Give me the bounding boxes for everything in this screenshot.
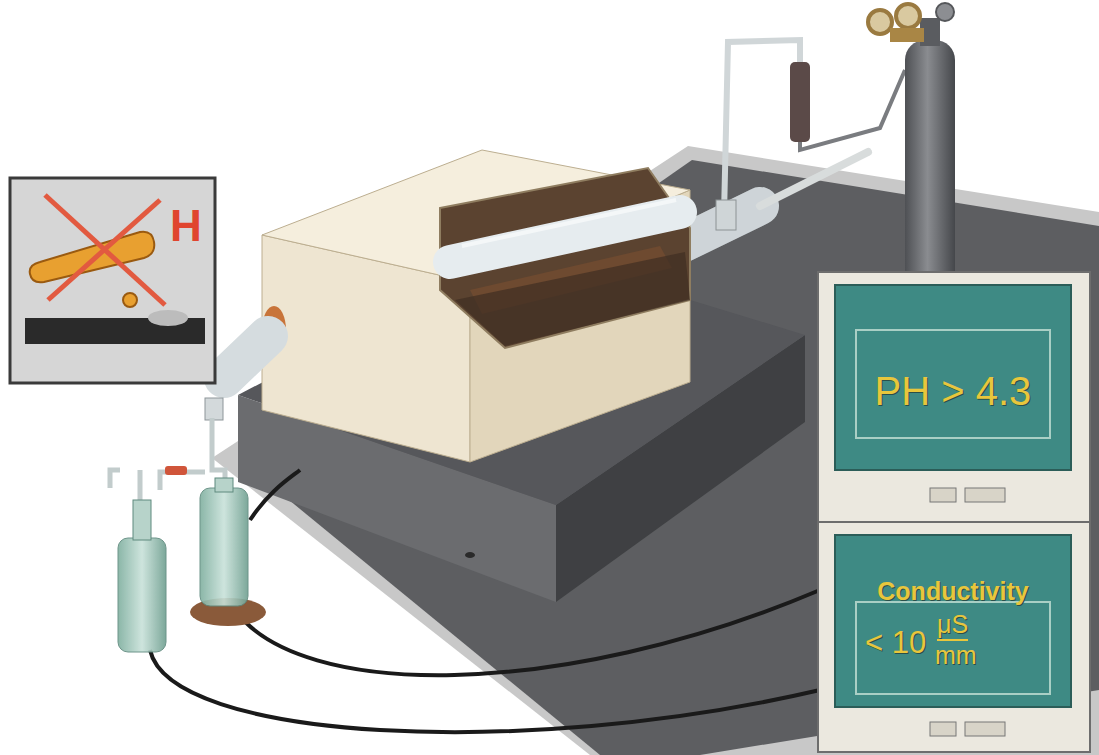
glass-tube: [110, 470, 205, 500]
screen-text: μS: [937, 612, 968, 641]
screen-frame: [856, 602, 1050, 694]
screen-text: PH > 4.3: [835, 371, 1071, 411]
tube-left-shade: [224, 336, 268, 378]
gas-pipe: [724, 40, 800, 215]
heater-floor: [455, 252, 690, 346]
bottle-neck: [133, 500, 151, 540]
warning-icon: H: [10, 178, 215, 383]
hose-joint: [165, 466, 187, 475]
cross: [45, 195, 165, 305]
gauge: [896, 4, 920, 28]
hose: [800, 70, 905, 150]
screen-text: Conductivity: [835, 579, 1071, 604]
screen-text: H: [170, 204, 202, 248]
rod: [760, 152, 868, 206]
screen-text: mm: [935, 643, 977, 668]
button: [965, 488, 1005, 502]
gauge: [868, 10, 892, 34]
cable: [235, 590, 820, 675]
monitor-frame: [818, 272, 1090, 522]
table-edge: [212, 146, 1099, 755]
tube-left: [224, 336, 268, 378]
conductivity-screen: Conductivity < 10 μSmm: [835, 535, 1071, 707]
regulator: [890, 28, 924, 42]
splash: [148, 310, 188, 326]
screen-text: < 10: [865, 627, 926, 658]
screen: [835, 285, 1071, 470]
screen: [835, 535, 1071, 707]
drop: [123, 293, 137, 307]
valve: [936, 3, 954, 21]
tee: [716, 200, 736, 230]
cross: [48, 200, 160, 300]
furnace-window: [440, 168, 690, 348]
monitor-frame: [818, 522, 1090, 752]
wash-bottle: [200, 488, 248, 606]
gas-cylinder: [905, 40, 955, 302]
cable: [250, 470, 300, 520]
button: [965, 722, 1005, 736]
icon-box: [10, 178, 215, 383]
filter: [790, 62, 810, 142]
end-cap: [205, 398, 223, 420]
foot: [465, 552, 475, 558]
cable: [150, 650, 820, 732]
button: [930, 722, 956, 736]
wash-bottle: [118, 538, 166, 652]
tube-highlight: [462, 200, 676, 246]
ph-screen: PH > 4.3: [835, 285, 1071, 470]
button: [930, 488, 956, 502]
bottle-neck: [215, 478, 233, 492]
